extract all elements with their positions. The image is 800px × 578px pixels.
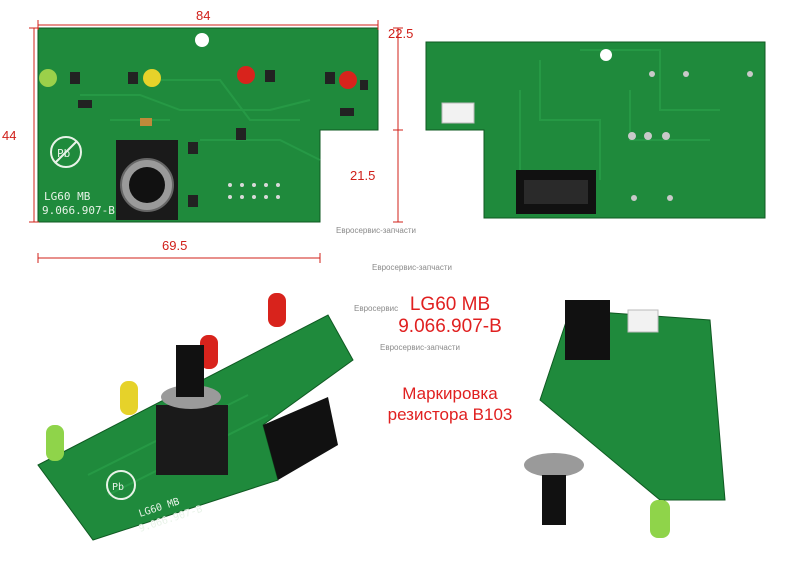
led4-red [339,71,357,89]
back-board-photo [425,41,766,219]
dim-notch-height: 21.5 [350,168,376,183]
watermark-1: Евросервис-запчасти [336,226,416,235]
title-line2: 9.066.907-B [398,316,502,337]
svg-text:Pb: Pb [57,147,70,160]
white-connector [441,102,475,124]
watermark-3: Евросервис [354,304,399,313]
angled-front-photo: Pb LG60 MB 9.066.907-B [37,293,354,541]
front-marking-line1: LG60 MB [44,190,91,203]
title-line1: LG60 MB [409,294,491,315]
led3-red [237,66,255,84]
dim-width-top: 84 [196,8,211,23]
dim-tab-height: 22.5 [388,26,414,41]
dim-height-left: 44 [2,128,17,143]
angled-back-photo [524,300,726,538]
front-marking-line2: 9.066.907-B [42,204,115,217]
front-board-dimension-photo: Pb LG60 MB 9.066.907-B [29,20,403,263]
note-line1: Маркировка [402,384,498,403]
watermark-4: Евросервис-запчасти [380,343,460,352]
led1-green [39,69,57,87]
watermark-2: Евросервис-запчасти [372,263,452,272]
svg-text:Pb: Pb [112,482,124,493]
dim-bottom-width: 69.5 [162,238,188,253]
pb-free-logo [50,136,82,168]
note-line2: резистора B103 [387,405,513,424]
back-pcb [425,41,766,219]
led2-yellow [143,69,161,87]
